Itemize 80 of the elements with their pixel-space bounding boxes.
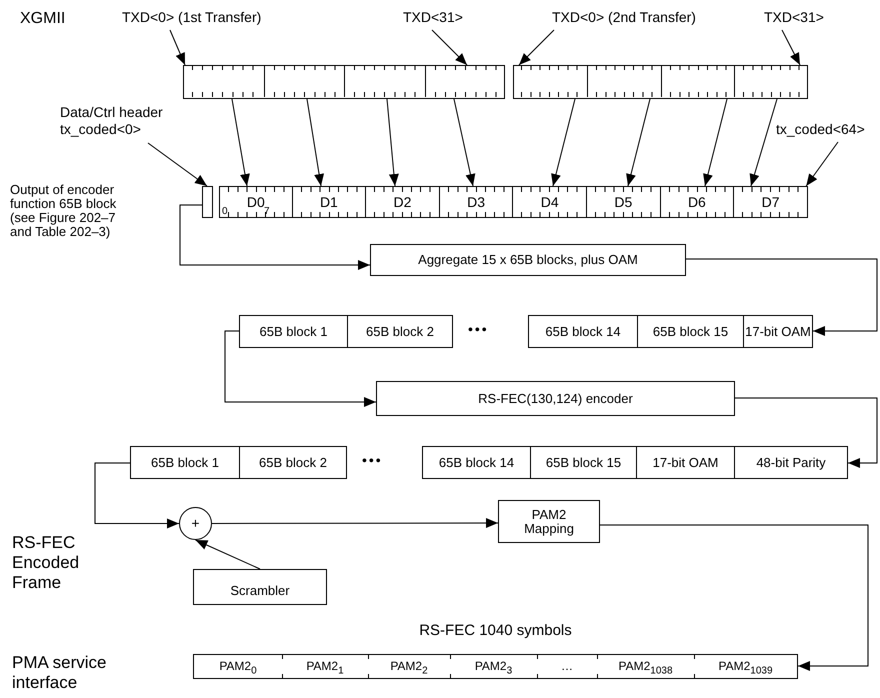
signal-label: TXD<31> bbox=[764, 9, 834, 27]
data-byte-field bbox=[366, 186, 440, 218]
arrow bbox=[386, 98, 399, 186]
symbol-field: PAM2$_{1039}$ bbox=[694, 654, 798, 679]
data-byte-field bbox=[440, 186, 514, 218]
process-box: 65B block 15 bbox=[637, 315, 744, 348]
signal-label: TXD<0> (2nd Transfer) bbox=[552, 9, 722, 27]
arrow bbox=[232, 98, 250, 186]
arrow bbox=[180, 204, 370, 270]
arrow bbox=[600, 524, 868, 671]
process-box: RS-FEC(130,124) encoder bbox=[376, 381, 735, 416]
process-box: 65B block 1 bbox=[239, 315, 348, 348]
data-byte-field bbox=[587, 186, 661, 218]
symbol-field: PAM2$_{2}$ bbox=[368, 654, 450, 679]
arrow bbox=[454, 98, 476, 186]
arrow bbox=[195, 540, 260, 570]
field-label: D3 bbox=[466, 194, 486, 210]
process-box: 65B block 2 bbox=[347, 315, 453, 348]
process-box: PAM2 Mapping bbox=[498, 500, 600, 543]
symbol-field: PAM2$_{1}$ bbox=[282, 654, 368, 679]
process-box: 65B block 14 bbox=[528, 315, 638, 348]
arrow bbox=[212, 518, 498, 528]
side-label: RS-FEC Encoded Frame bbox=[12, 533, 80, 593]
arrow bbox=[94, 462, 180, 528]
process-box: Aggregate 15 x 65B blocks, plus OAM bbox=[370, 244, 686, 276]
data-byte-field bbox=[292, 186, 366, 218]
symbol-field: PAM2$_{0}$ bbox=[193, 654, 282, 679]
bit-index: 0 bbox=[222, 206, 228, 217]
arrow bbox=[626, 98, 650, 186]
arrow bbox=[224, 330, 376, 407]
process-box: Scrambler bbox=[193, 569, 327, 605]
arrow bbox=[782, 30, 800, 66]
arrow bbox=[734, 398, 878, 468]
data-byte-field bbox=[734, 186, 808, 218]
register-frame bbox=[513, 65, 808, 99]
process-box: 48-bit Parity bbox=[734, 446, 848, 479]
data-byte-field bbox=[513, 186, 587, 218]
field-label: D1 bbox=[318, 194, 339, 210]
arrow bbox=[750, 98, 778, 186]
side-label: XGMII bbox=[20, 9, 66, 28]
signal-label: TXD<0> (1st Transfer) bbox=[122, 9, 282, 27]
symbol-field: PAM2$_{1038}$ bbox=[597, 654, 694, 679]
arrow bbox=[551, 98, 576, 186]
signal-label: TXD<31> bbox=[403, 9, 473, 27]
arrow bbox=[518, 30, 554, 66]
signal-label: Data/Ctrl header tx_coded<0> bbox=[60, 104, 180, 140]
arrow bbox=[306, 98, 324, 186]
arrow bbox=[806, 142, 838, 186]
process-box: 17-bit OAM bbox=[743, 315, 813, 348]
symbol-field: … bbox=[537, 654, 597, 679]
byte-field bbox=[660, 66, 734, 97]
bit-index: 7 bbox=[264, 206, 270, 217]
header-bit-field bbox=[202, 186, 213, 218]
arrow bbox=[703, 98, 728, 186]
arrow bbox=[432, 30, 468, 66]
field-label: D2 bbox=[392, 194, 412, 210]
arrow bbox=[148, 142, 208, 186]
process-box: 65B block 14 bbox=[422, 446, 531, 479]
process-box: 17-bit OAM bbox=[636, 446, 735, 479]
row-heading: RS-FEC 1040 symbols bbox=[418, 622, 573, 639]
ellipsis-dots: ••• bbox=[468, 321, 489, 338]
arrow bbox=[170, 30, 186, 66]
data-byte-field bbox=[660, 186, 734, 218]
field-label: D6 bbox=[686, 194, 707, 210]
data-byte-field bbox=[219, 186, 293, 218]
process-box: 65B block 2 bbox=[239, 446, 347, 479]
process-box: 65B block 1 bbox=[130, 446, 240, 479]
side-label: PMA service interface bbox=[12, 653, 108, 693]
adder-symbol: + bbox=[179, 507, 212, 540]
signal-label: tx_coded<64> bbox=[776, 121, 880, 139]
process-box: 65B block 15 bbox=[530, 446, 637, 479]
register-frame bbox=[183, 65, 505, 99]
field-label: D0 bbox=[246, 194, 265, 210]
field-label: D5 bbox=[613, 194, 634, 210]
arrow bbox=[686, 258, 878, 336]
field-label: D4 bbox=[540, 194, 560, 210]
ellipsis-dots: ••• bbox=[362, 452, 383, 469]
field-label: D7 bbox=[760, 194, 781, 210]
side-label: Output of encoder function 65B block (see Figure 202–7 and Table 202–3) bbox=[10, 183, 118, 239]
symbol-field: PAM2$_{3}$ bbox=[450, 654, 537, 679]
